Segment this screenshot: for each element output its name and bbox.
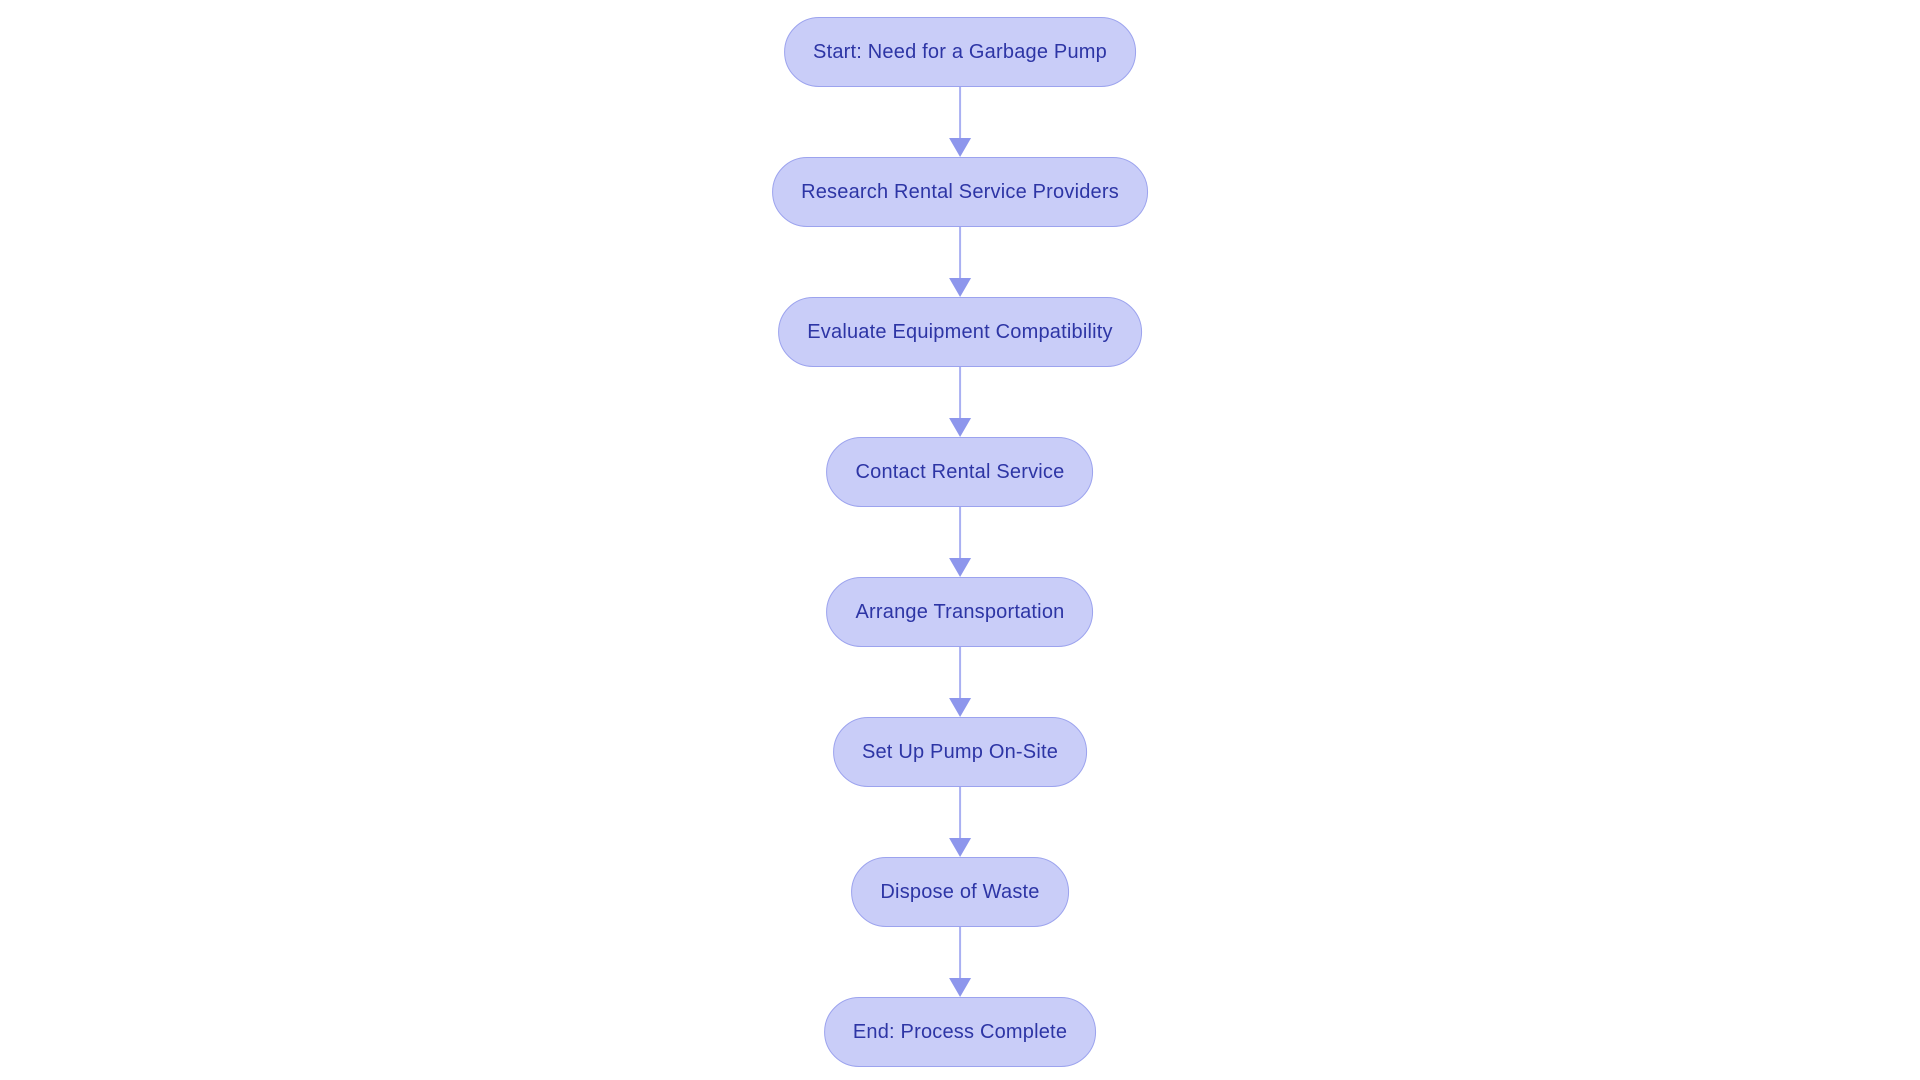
flow-node-contact: Contact Rental Service <box>826 437 1094 507</box>
arrowhead-down-icon <box>949 138 971 157</box>
flow-node-label: Set Up Pump On-Site <box>861 741 1059 763</box>
flow-node-start: Start: Need for a Garbage Pump <box>784 17 1136 87</box>
flow-node-evaluate: Evaluate Equipment Compatibility <box>778 297 1142 367</box>
flow-connector-arrow <box>949 787 971 857</box>
flow-connector-arrow <box>949 367 971 437</box>
arrow-line <box>958 927 962 979</box>
flow-node-label: Research Rental Service Providers <box>801 181 1119 203</box>
arrowhead-down-icon <box>949 558 971 577</box>
flow-connector-arrow <box>949 647 971 717</box>
arrow-line <box>958 507 962 559</box>
flow-node-dispose: Dispose of Waste <box>851 857 1069 927</box>
arrowhead-down-icon <box>949 418 971 437</box>
flow-node-label: Dispose of Waste <box>880 881 1040 903</box>
flow-node-label: Evaluate Equipment Compatibility <box>807 321 1113 343</box>
flow-connector-arrow <box>949 227 971 297</box>
flow-connector-arrow <box>949 87 971 157</box>
flow-node-setup: Set Up Pump On-Site <box>832 717 1088 787</box>
arrowhead-down-icon <box>949 978 971 997</box>
arrowhead-down-icon <box>949 278 971 297</box>
flow-connector-arrow <box>949 507 971 577</box>
arrow-line <box>958 227 962 279</box>
arrowhead-down-icon <box>949 838 971 857</box>
flow-node-label: Arrange Transportation <box>855 601 1065 623</box>
arrowhead-down-icon <box>949 698 971 717</box>
arrow-line <box>958 87 962 139</box>
flow-node-research: Research Rental Service Providers <box>772 157 1148 227</box>
flow-node-label: Contact Rental Service <box>855 461 1065 483</box>
arrow-line <box>958 787 962 839</box>
flow-connector-arrow <box>949 927 971 997</box>
arrow-line <box>958 367 962 419</box>
flow-node-label: End: Process Complete <box>852 1021 1068 1043</box>
flow-node-end: End: Process Complete <box>823 997 1097 1067</box>
flow-node-label: Start: Need for a Garbage Pump <box>813 41 1107 63</box>
flow-node-transport: Arrange Transportation <box>826 577 1094 647</box>
arrow-line <box>958 647 962 699</box>
